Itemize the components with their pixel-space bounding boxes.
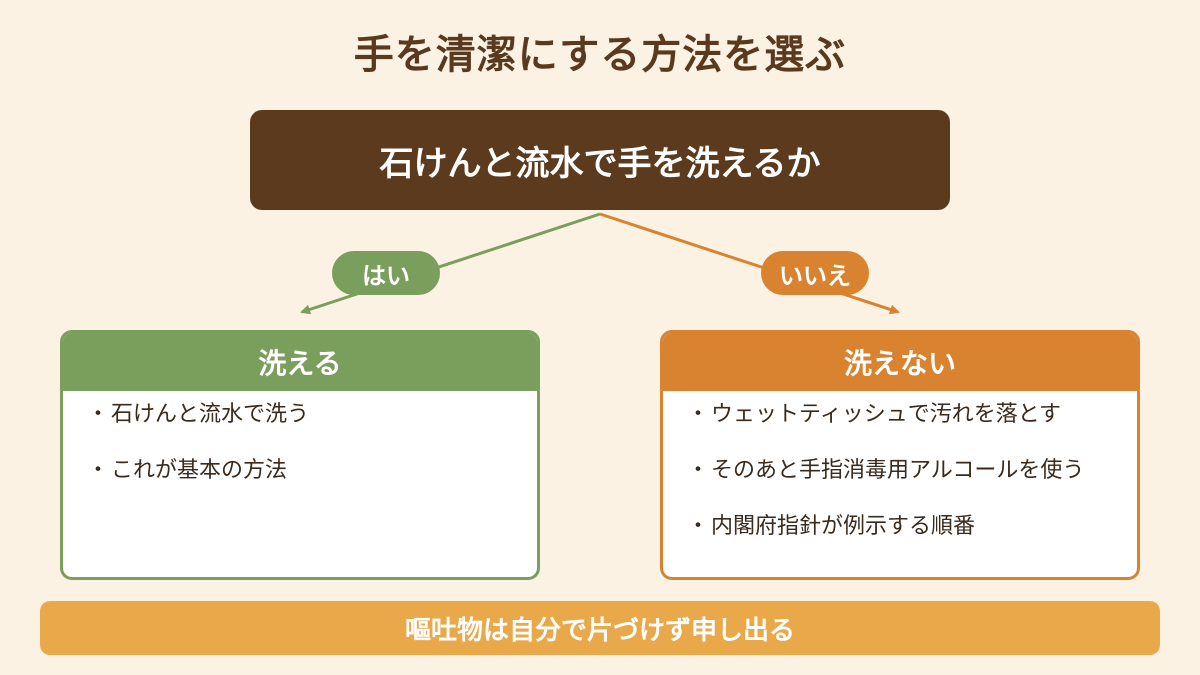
list-item-text: 石けんと流水で洗う [111, 402, 310, 427]
page-title: 手を清潔にする方法を選ぶ [353, 32, 847, 78]
can-wash-heading: 洗える [63, 333, 537, 391]
bullet-mark: ・ [87, 402, 110, 427]
cannot-wash-heading: 洗えない [663, 333, 1137, 391]
no-label: いいえ [779, 261, 851, 290]
list-item-text: これが基本の方法 [111, 458, 288, 483]
bullet-mark: ・ [687, 458, 710, 483]
cannot-wash-list: ・ウェットティッシュで汚れを落とす ・そのあと手指消毒用アルコールを使う ・内閣… [663, 391, 1137, 541]
bullet-mark: ・ [687, 402, 710, 427]
bullet-mark: ・ [687, 514, 710, 539]
yes-label: はい [362, 261, 410, 290]
list-item: ・これが基本の方法 [87, 457, 537, 485]
can-wash-list: ・石けんと流水で洗う ・これが基本の方法 [63, 391, 537, 485]
yes-badge: はい [332, 251, 440, 295]
list-item-text: 内閣府指針が例示する順番 [711, 514, 976, 539]
no-badge: いいえ [761, 251, 869, 295]
list-item: ・内閣府指針が例示する順番 [687, 513, 1137, 541]
list-item-text: ウェットティッシュで汚れを落とす [711, 402, 1062, 427]
bullet-mark: ・ [87, 458, 110, 483]
cannot-wash-box: 洗えない ・ウェットティッシュで汚れを落とす ・そのあと手指消毒用アルコールを使… [660, 330, 1140, 580]
question-box: 石けんと流水で手を洗えるか [250, 110, 950, 210]
question-text: 石けんと流水で手を洗えるか [379, 143, 821, 184]
footer-banner-text: 嘔吐物は自分で片づけず申し出る [404, 615, 795, 646]
yes-arrow [300, 212, 601, 315]
list-item-text: そのあと手指消毒用アルコールを使う [711, 458, 1085, 483]
footer-banner: 嘔吐物は自分で片づけず申し出る [40, 601, 1160, 655]
no-arrow [599, 212, 900, 315]
list-item: ・ウェットティッシュで汚れを落とす [687, 401, 1137, 429]
can-wash-box: 洗える ・石けんと流水で洗う ・これが基本の方法 [60, 330, 540, 580]
list-item: ・そのあと手指消毒用アルコールを使う [687, 457, 1137, 485]
list-item: ・石けんと流水で洗う [87, 401, 537, 429]
